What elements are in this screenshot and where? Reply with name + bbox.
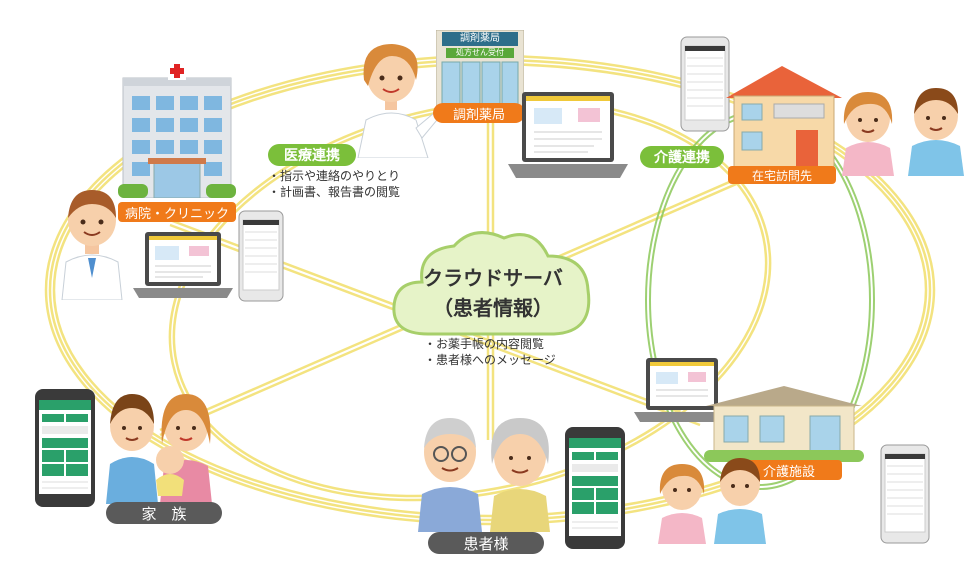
patient-elderly-couple-illustration — [418, 418, 550, 532]
hospital-building-illustration — [118, 62, 236, 198]
care-link-label: 介護連携 — [640, 146, 724, 168]
care-facility-label: 介護施設 — [736, 460, 842, 480]
medical-note-2: ・計画書、報告書の閲覧 — [268, 185, 401, 199]
medical-note-1: ・指示や連絡のやりとり — [268, 169, 401, 183]
pharmacy-laptop-icon — [508, 92, 628, 178]
family-illustration — [106, 394, 212, 504]
home-caregivers-illustration — [842, 88, 964, 176]
hospital-label: 病院・クリニック — [118, 202, 236, 222]
pharmacy-sign-bottom: 処方せん受付 — [456, 48, 504, 57]
pharmacy-building-illustration — [436, 30, 524, 108]
doctor-illustration — [61, 190, 123, 300]
facility-laptop-icon — [634, 358, 730, 422]
home-visit-label: 在宅訪問先 — [728, 166, 836, 184]
cloud-note-2: ・患者様へのメッセージ — [424, 353, 556, 367]
facility-caregivers-illustration — [658, 458, 766, 544]
hospital-phone-icon — [238, 210, 284, 302]
family-label: 家 族 — [106, 502, 222, 524]
hospital-laptop-icon — [133, 232, 233, 298]
patient-phone-icon — [565, 427, 625, 549]
pharmacy-sign-top: 調剤薬局 — [460, 33, 500, 44]
family-phone-icon — [35, 389, 95, 507]
home-house-illustration — [726, 66, 842, 168]
pharmacy-label: 調剤薬局 — [433, 103, 525, 123]
facility-phone-icon — [880, 444, 930, 544]
cloud-note-1: ・お薬手帳の内容閲覧 — [424, 337, 545, 351]
medical-link-label: 医療連携 — [268, 144, 356, 166]
cloud-server-icon — [392, 231, 591, 336]
cloud-title-line2: （患者情報） — [433, 296, 553, 320]
patient-label: 患者様 — [428, 532, 544, 554]
care-facility-building-illustration — [704, 386, 864, 462]
cloud-title-line1: クラウドサーバ — [423, 266, 563, 290]
home-visit-phone-icon — [680, 36, 730, 132]
pharmacist-illustration — [357, 44, 442, 158]
